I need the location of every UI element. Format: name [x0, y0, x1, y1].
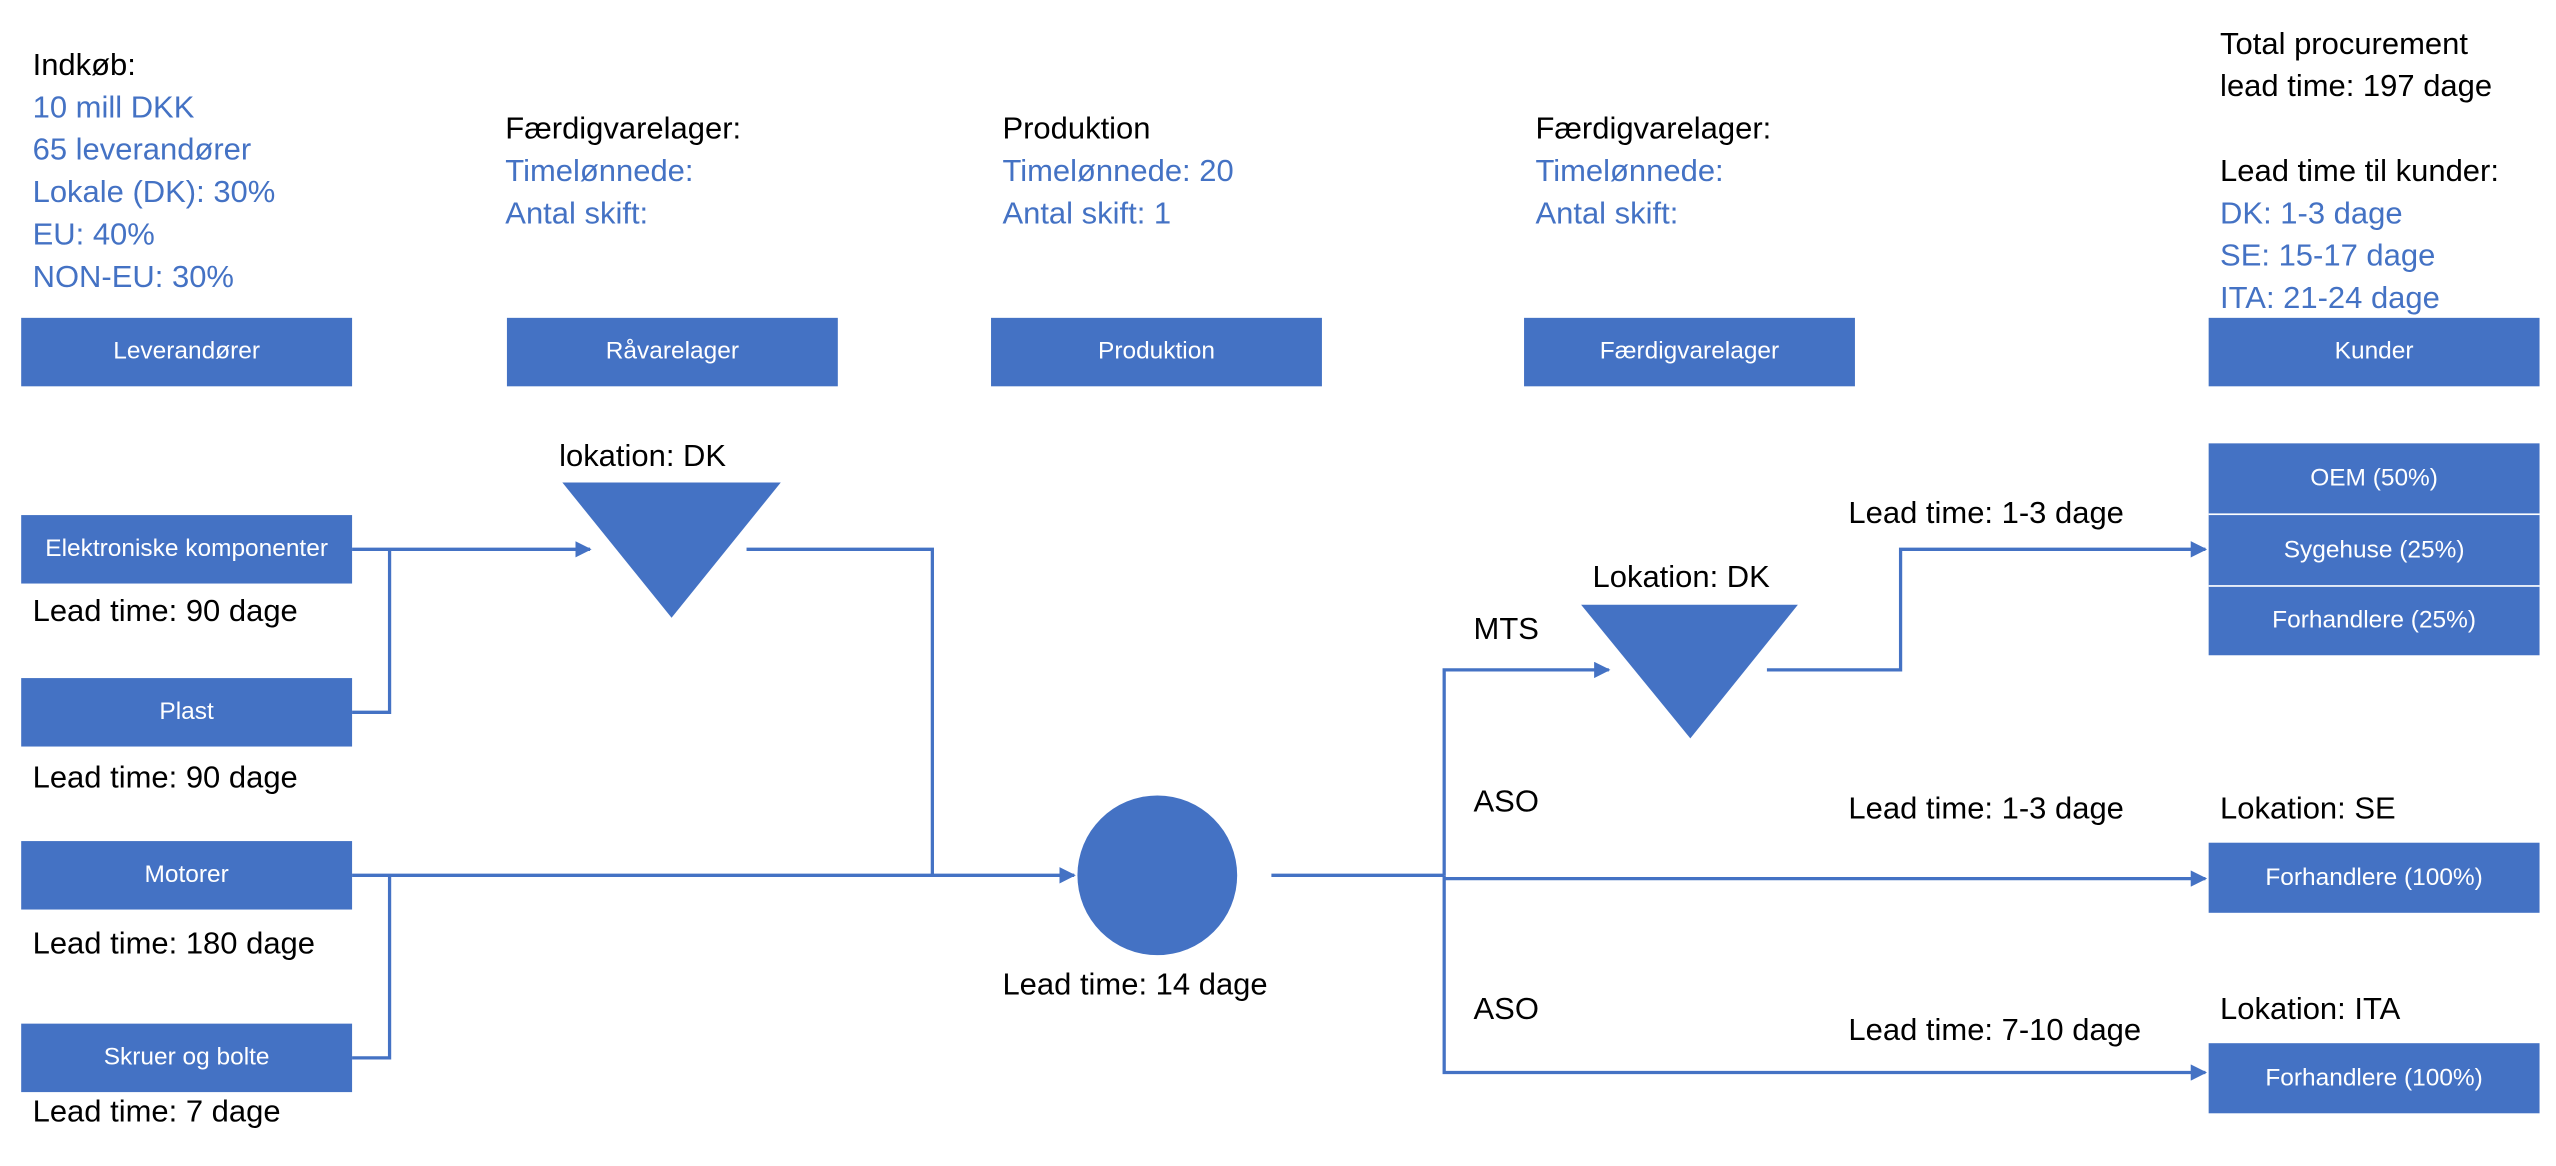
indkob-line: EU: 40%: [32, 218, 155, 253]
customer-box-oem[interactable]: OEM (50%): [2208, 443, 2540, 514]
supplier-lead-time: Lead time: 180 dage: [32, 927, 315, 962]
customer-box-dealers-se[interactable]: Forhandlere (100%): [2208, 842, 2540, 913]
flow-lead-time-se: Lead time: 1-3 dage: [1848, 792, 2124, 827]
stage-box-customers[interactable]: Kunder: [2208, 317, 2540, 387]
customer-box-hospitals[interactable]: Sygehuse (25%): [2208, 513, 2540, 586]
flow-lead-time-ita: Lead time: 7-10 dage: [1848, 1013, 2142, 1049]
flow-label-aso: ASO: [1473, 785, 1539, 820]
flow-label-aso: ASO: [1473, 992, 1539, 1027]
raw-storage-triangle-icon: [562, 482, 781, 618]
customer-lead-line: DK: 1-3 dage: [2220, 197, 2403, 232]
finished-header-title: Færdigvarelager:: [1535, 112, 1772, 147]
raw-storage-location: lokation: DK: [559, 440, 727, 475]
total-lead-time-line: Total procurement: [2220, 27, 2468, 62]
customer-lead-title: Lead time til kunder:: [2220, 154, 2499, 190]
production-header-line: Timelønnede: 20: [1002, 154, 1234, 190]
customer-location-ita: Lokation: ITA: [2220, 992, 2401, 1027]
supplier-lead-time: Lead time: 7 dage: [32, 1095, 281, 1130]
raw-header-title: Færdigvarelager:: [505, 112, 742, 147]
line-finished-to-dk: [1766, 541, 2208, 672]
indkob-title: Indkøb:: [32, 48, 136, 84]
supplier-box-screws[interactable]: Skruer og bolte: [21, 1023, 353, 1093]
production-header-title: Produktion: [1002, 112, 1151, 147]
indkob-line: 10 mill DKK: [32, 91, 195, 126]
total-lead-time-line: lead time: 197 dage: [2220, 70, 2493, 105]
stage-box-finished-storage[interactable]: Færdigvarelager: [1524, 317, 1855, 387]
indkob-line: NON-EU: 30%: [32, 260, 234, 296]
finished-header-line: Antal skift:: [1535, 197, 1679, 232]
supplier-box-motors[interactable]: Motorer: [21, 841, 353, 910]
production-circle-icon: [1077, 795, 1238, 956]
customer-box-dealers-dk[interactable]: Forhandlere (25%): [2208, 585, 2540, 656]
line-ita-branch: [1442, 875, 2208, 1081]
production-header-line: Antal skift: 1: [1002, 197, 1172, 232]
finished-storage-location: Lokation: DK: [1592, 560, 1770, 595]
customer-lead-line: SE: 15-17 dage: [2220, 239, 2436, 274]
indkob-line: Lokale (DK): 30%: [32, 176, 276, 211]
customer-location-se: Lokation: SE: [2220, 792, 2396, 827]
supplier-box-electronics[interactable]: Elektroniske komponenter: [21, 515, 353, 584]
stage-box-raw-storage[interactable]: Råvarelager: [506, 317, 838, 387]
line-raw-to-production: [746, 547, 934, 876]
supplier-lead-time: Lead time: 90 dage: [32, 594, 298, 630]
finished-storage-triangle-icon: [1581, 604, 1798, 739]
line-screws-join: [352, 875, 392, 1060]
raw-header-line: Antal skift:: [505, 197, 649, 232]
production-lead-time: Lead time: 14 dage: [1002, 968, 1268, 1003]
raw-header-line: Timelønnede:: [505, 154, 694, 190]
line-plast-join: [352, 549, 392, 714]
customer-box-dealers-ita[interactable]: Forhandlere (100%): [2208, 1043, 2540, 1114]
flow-lead-time-dk: Lead time: 1-3 dage: [1848, 497, 2124, 532]
supplier-lead-time: Lead time: 90 dage: [32, 761, 298, 796]
finished-header-line: Timelønnede:: [1535, 154, 1724, 190]
supplier-box-plast[interactable]: Plast: [21, 678, 353, 747]
indkob-line: 65 leverandører: [32, 133, 252, 168]
customer-lead-line: ITA: 21-24 dage: [2220, 281, 2440, 317]
flow-label-mts: MTS: [1473, 612, 1539, 648]
stage-box-production[interactable]: Produktion: [991, 317, 1322, 387]
stage-box-suppliers[interactable]: Leverandører: [21, 317, 353, 387]
line-mts-branch: [1442, 661, 1611, 876]
